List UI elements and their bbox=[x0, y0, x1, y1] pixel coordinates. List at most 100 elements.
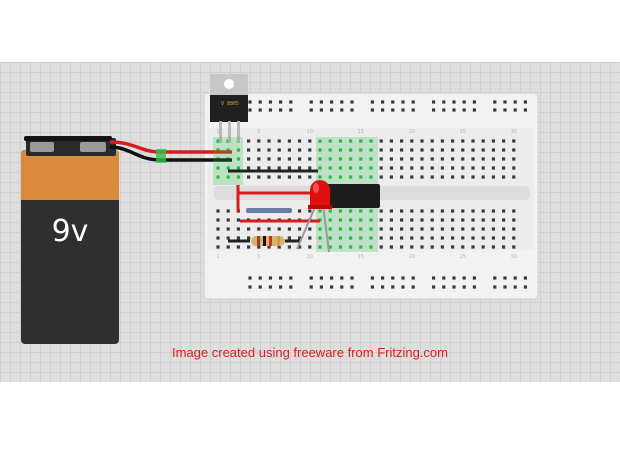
breadboard-hole bbox=[279, 100, 283, 104]
breadboard-hole bbox=[359, 175, 363, 179]
breadboard-hole bbox=[309, 100, 313, 104]
breadboard-hole bbox=[512, 166, 516, 170]
breadboard-hole bbox=[338, 227, 342, 231]
breadboard-hole bbox=[432, 100, 436, 104]
breadboard-hole bbox=[349, 166, 353, 170]
breadboard-hole bbox=[226, 175, 230, 179]
breadboard-hole bbox=[370, 285, 374, 289]
breadboard-hole bbox=[491, 218, 495, 222]
breadboard-hole bbox=[359, 236, 363, 240]
breadboard-hole bbox=[268, 276, 272, 280]
breadboard-hole bbox=[523, 100, 527, 104]
breadboard-hole bbox=[216, 245, 220, 249]
breadboard-hole bbox=[318, 148, 322, 152]
breadboard-hole bbox=[451, 209, 455, 213]
breadboard-hole bbox=[236, 166, 240, 170]
breadboard-hole bbox=[461, 209, 465, 213]
breadboard-hole bbox=[309, 108, 313, 112]
breadboard-hole bbox=[410, 227, 414, 231]
breadboard-hole bbox=[400, 218, 404, 222]
breadboard-hole bbox=[248, 285, 252, 289]
breadboard-hole bbox=[277, 139, 281, 143]
breadboard-hole bbox=[440, 236, 444, 240]
breadboard-hole bbox=[349, 139, 353, 143]
breadboard-hole bbox=[389, 157, 393, 161]
breadboard-hole bbox=[389, 245, 393, 249]
breadboard-hole bbox=[287, 227, 291, 231]
breadboard-hole bbox=[472, 276, 476, 280]
breadboard-hole bbox=[257, 245, 261, 249]
ic-chip bbox=[326, 184, 380, 208]
breadboard-hole bbox=[318, 227, 322, 231]
breadboard-hole bbox=[319, 108, 323, 112]
breadboard-hole bbox=[318, 245, 322, 249]
breadboard-hole bbox=[523, 108, 527, 112]
breadboard-hole bbox=[462, 285, 466, 289]
breadboard-hole bbox=[330, 108, 334, 112]
breadboard-hole bbox=[471, 175, 475, 179]
breadboard-hole bbox=[440, 139, 444, 143]
breadboard-hole bbox=[309, 285, 313, 289]
breadboard-hole bbox=[257, 175, 261, 179]
breadboard-hole bbox=[410, 157, 414, 161]
breadboard-hole bbox=[442, 276, 446, 280]
resistor bbox=[251, 236, 285, 246]
breadboard-column-label: 5 bbox=[257, 129, 260, 135]
breadboard-hole bbox=[430, 139, 434, 143]
breadboard-hole bbox=[328, 175, 332, 179]
breadboard-hole bbox=[277, 175, 281, 179]
breadboard-hole bbox=[442, 108, 446, 112]
breadboard-hole bbox=[369, 245, 373, 249]
breadboard-hole bbox=[267, 227, 271, 231]
breadboard-hole bbox=[370, 276, 374, 280]
breadboard-hole bbox=[461, 236, 465, 240]
breadboard-hole bbox=[268, 108, 272, 112]
breadboard-hole bbox=[491, 209, 495, 213]
breadboard-hole bbox=[512, 139, 516, 143]
breadboard-hole bbox=[349, 175, 353, 179]
breadboard-hole bbox=[318, 157, 322, 161]
breadboard-hole bbox=[379, 175, 383, 179]
breadboard-hole bbox=[308, 157, 312, 161]
breadboard-column-label: 10 bbox=[307, 129, 313, 135]
breadboard-hole bbox=[389, 175, 393, 179]
breadboard-hole bbox=[461, 218, 465, 222]
breadboard-hole bbox=[389, 139, 393, 143]
breadboard-hole bbox=[420, 227, 424, 231]
breadboard-hole bbox=[512, 218, 516, 222]
breadboard-hole bbox=[350, 276, 354, 280]
breadboard-hole bbox=[400, 157, 404, 161]
breadboard-hole bbox=[267, 157, 271, 161]
breadboard-hole bbox=[298, 166, 302, 170]
breadboard-hole bbox=[257, 166, 261, 170]
breadboard-hole bbox=[257, 148, 261, 152]
breadboard-hole bbox=[391, 100, 395, 104]
regulator-label: V 8805 bbox=[220, 101, 240, 107]
breadboard-hole bbox=[216, 139, 220, 143]
breadboard-hole bbox=[401, 285, 405, 289]
breadboard-hole bbox=[359, 166, 363, 170]
breadboard-hole bbox=[432, 108, 436, 112]
breadboard-hole bbox=[258, 285, 262, 289]
breadboard-hole bbox=[226, 236, 230, 240]
breadboard-hole bbox=[287, 148, 291, 152]
breadboard-hole bbox=[267, 166, 271, 170]
breadboard-hole bbox=[461, 148, 465, 152]
breadboard-hole bbox=[236, 245, 240, 249]
breadboard-hole bbox=[379, 245, 383, 249]
breadboard-hole bbox=[309, 276, 313, 280]
breadboard-column-label: 25 bbox=[460, 129, 466, 135]
breadboard-hole bbox=[451, 227, 455, 231]
breadboard-hole bbox=[216, 209, 220, 213]
breadboard-hole bbox=[370, 100, 374, 104]
led bbox=[296, 180, 332, 253]
breadboard-hole bbox=[400, 236, 404, 240]
breadboard-hole bbox=[400, 227, 404, 231]
breadboard-hole bbox=[502, 218, 506, 222]
breadboard-hole bbox=[287, 236, 291, 240]
breadboard-hole bbox=[330, 100, 334, 104]
breadboard-hole bbox=[379, 218, 383, 222]
breadboard-hole bbox=[328, 209, 332, 213]
breadboard-hole bbox=[330, 285, 334, 289]
